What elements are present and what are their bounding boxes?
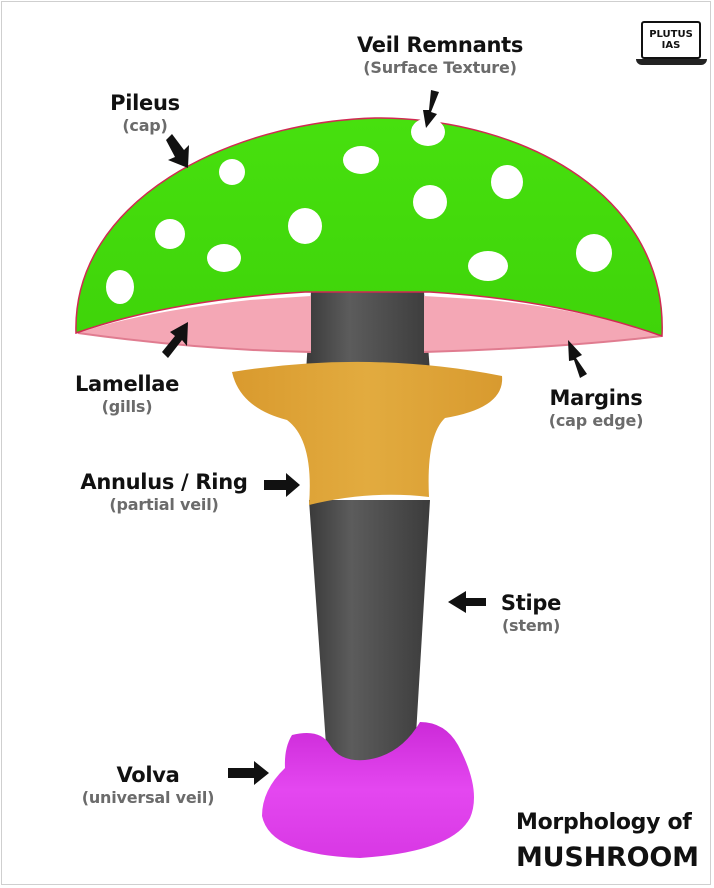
label-volva: Volva (universal veil): [68, 763, 228, 808]
annulus-subtitle: (partial veil): [66, 495, 262, 515]
lamellae-title: Lamellae: [62, 372, 192, 397]
volva-arrow: [228, 761, 269, 785]
logo-line1: PLUTUS: [649, 29, 693, 40]
logo-laptop-screen: PLUTUS IAS: [641, 21, 701, 59]
label-veil-remnants: Veil Remnants (Surface Texture): [340, 33, 540, 78]
label-lamellae: Lamellae (gills): [62, 372, 192, 417]
label-pileus: Pileus (cap): [90, 91, 200, 136]
stipe-subtitle: (stem): [488, 616, 574, 636]
label-stipe: Stipe (stem): [488, 591, 574, 636]
pileus-arrow: [166, 134, 189, 168]
veil-remnants-subtitle: (Surface Texture): [340, 58, 540, 78]
volva-subtitle: (universal veil): [68, 788, 228, 808]
pileus-title: Pileus: [90, 91, 200, 116]
annulus-arrow: [264, 473, 300, 497]
stipe-arrow: [448, 591, 486, 613]
logo-laptop-base: [636, 59, 707, 65]
label-annulus: Annulus / Ring (partial veil): [66, 470, 262, 515]
lamellae-subtitle: (gills): [62, 397, 192, 417]
stipe-stem: [309, 500, 430, 763]
margins-title: Margins: [528, 386, 664, 411]
pileus-subtitle: (cap): [90, 116, 200, 136]
logo-line2: IAS: [662, 40, 681, 51]
stipe-title: Stipe: [488, 591, 574, 616]
label-margins: Margins (cap edge): [528, 386, 664, 431]
margins-subtitle: (cap edge): [528, 411, 664, 431]
diagram-title-line2: MUSHROOM: [516, 842, 699, 873]
margins-arrow: [568, 340, 587, 378]
plutus-ias-logo: PLUTUS IAS: [636, 21, 708, 69]
annulus-title: Annulus / Ring: [66, 470, 262, 495]
volva-title: Volva: [68, 763, 228, 788]
diagram-title-line1: Morphology of: [516, 810, 692, 835]
stem-top: [306, 292, 430, 372]
veil-remnants-title: Veil Remnants: [340, 33, 540, 58]
